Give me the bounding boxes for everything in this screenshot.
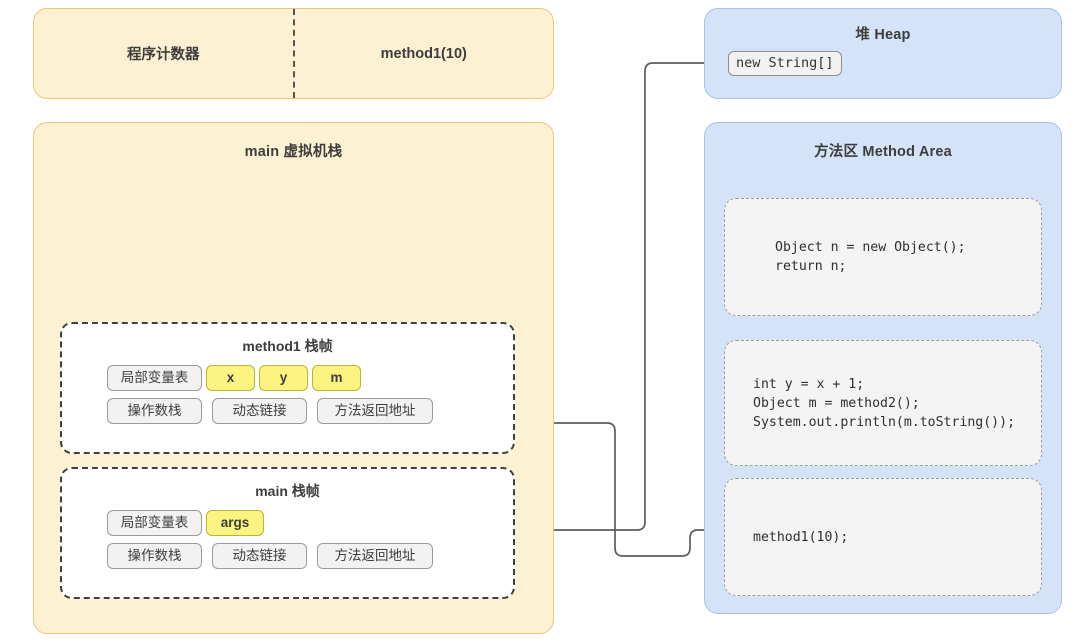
method-area-title: 方法区 Method Area <box>814 144 952 160</box>
dynamic-link-label-main: 动态链接 <box>212 543 307 569</box>
local-variable-table-row-main: 局部变量表 args <box>107 510 513 536</box>
operand-stack-label: 操作数栈 <box>107 398 202 424</box>
return-address-label-method1: 方法返回地址 <box>317 398 433 424</box>
local-variable-table-label-main: 局部变量表 <box>107 510 202 536</box>
code-line: method1(10); <box>753 529 849 545</box>
program-counter-panel: 程序计数器 method1(10) <box>33 8 554 99</box>
method-area-code-block-1: Object n = new Object(); return n; <box>724 198 1042 316</box>
frame-parts-row-main: 操作数栈 动态链接 方法返回地址 <box>107 543 513 569</box>
code-line: Object m = method2(); <box>753 395 920 411</box>
stack-frame-method1-rows: 局部变量表 x y m 操作数栈 动态链接 方法返回地址 <box>62 365 513 424</box>
method-area-code-block-2: int y = x + 1; Object m = method2(); Sys… <box>724 340 1042 466</box>
stack-frame-main-title: main 栈帧 <box>255 483 320 499</box>
dynamic-link-label: 动态链接 <box>212 398 307 424</box>
code-line: System.out.println(m.toString()); <box>753 414 1016 430</box>
pc-divider <box>292 9 295 98</box>
variable-slot-x: x <box>206 365 255 391</box>
heap-title: 堆 Heap <box>855 27 911 43</box>
vm-stack-title: main 虚拟机栈 <box>244 144 343 160</box>
return-address-label-main: 方法返回地址 <box>317 543 433 569</box>
variable-slot-args: args <box>206 510 264 536</box>
stack-frame-main: main 栈帧 局部变量表 args 操作数栈 动态链接 方法返回地址 <box>60 467 515 599</box>
pc-register-value: method1(10) <box>380 45 467 62</box>
stack-frame-method1: method1 栈帧 局部变量表 x y m 操作数栈 动态链接 方法返回地址 <box>60 322 515 454</box>
variable-slot-y: y <box>259 365 308 391</box>
stack-frame-main-rows: 局部变量表 args 操作数栈 动态链接 方法返回地址 <box>62 510 513 569</box>
code-line: int y = x + 1; <box>753 376 865 392</box>
frame-parts-row: 操作数栈 动态链接 方法返回地址 <box>107 398 513 424</box>
variable-slot-m: m <box>312 365 361 391</box>
pc-register-label: 程序计数器 <box>127 47 200 63</box>
method-area-code-block-3: method1(10); <box>724 478 1042 596</box>
local-variable-table-row: 局部变量表 x y m <box>107 365 513 391</box>
heap-object-new-string-array: new String[] <box>728 51 842 76</box>
local-variable-table-label: 局部变量表 <box>107 365 202 391</box>
code-line: return n; <box>775 259 847 274</box>
code-line: Object n = new Object(); <box>775 240 966 255</box>
operand-stack-label-main: 操作数栈 <box>107 543 202 569</box>
stack-frame-method1-title: method1 栈帧 <box>242 338 333 354</box>
